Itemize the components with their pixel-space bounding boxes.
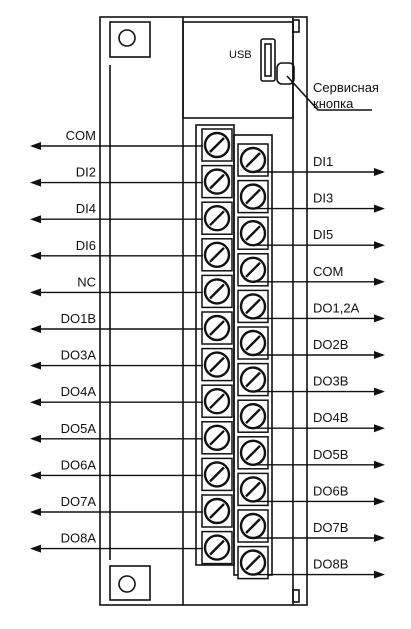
right-screw-slot (245, 371, 261, 388)
top-mount-plate (109, 21, 151, 58)
left-screw-slot (209, 539, 225, 556)
left-terminal-label: DO1B (61, 311, 96, 326)
left-screw-slot (209, 429, 225, 446)
top-right-tab (292, 19, 300, 33)
left-terminal-label: DI4 (76, 201, 96, 216)
bottom-right-tab (292, 589, 300, 603)
bottom-mount-plate (109, 565, 151, 601)
right-terminal-label: DO2B (313, 337, 348, 352)
right-screw-slot (245, 518, 261, 534)
right-screw-slot (245, 298, 261, 315)
right-screw-slot (245, 225, 261, 242)
left-screw-slot (209, 137, 225, 153)
usb-port (260, 38, 276, 82)
right-screw-slot (245, 188, 261, 205)
left-screw-slot (209, 246, 225, 263)
right-terminal-label: DO5B (313, 447, 348, 462)
right-screw-slot (245, 444, 261, 461)
right-terminal-label: DO6B (313, 483, 348, 498)
device-housing (99, 16, 308, 606)
terminal-screws (201, 128, 269, 580)
service-button-label-line1: Сервисная (313, 80, 379, 95)
right-screw-slot (245, 261, 261, 278)
right-terminal-label: COM (313, 264, 343, 279)
left-screw-slot (209, 466, 225, 483)
left-terminal-label: DO3A (61, 348, 97, 363)
service-button (276, 62, 295, 85)
left-terminal-label: NC (77, 274, 96, 289)
usb-label: USB (229, 49, 252, 61)
service-button-leader (286, 75, 372, 111)
bottom-mount-hole (118, 575, 136, 593)
left-terminal-label: DO4A (61, 384, 97, 399)
left-screw-slot (209, 283, 225, 300)
left-screw-slot (209, 356, 225, 373)
left-terminal-label: COM (66, 128, 96, 143)
right-terminal-label: DO7B (313, 520, 348, 535)
left-terminal-label: DO7A (61, 494, 97, 509)
service-button-label-line2: кнопка (313, 96, 354, 111)
left-terminal-label: DO6A (61, 457, 97, 472)
left-terminal-label: DI2 (76, 165, 96, 180)
right-terminal-label: DO1,2A (313, 300, 360, 315)
left-terminal-label: DO5A (61, 421, 97, 436)
right-terminal-label: DO8B (313, 557, 348, 572)
left-terminal-label: DO8A (61, 531, 97, 546)
left-terminal-label: DI6 (76, 238, 96, 253)
right-screw-slot (245, 554, 261, 571)
left-screw-slot (209, 503, 225, 519)
right-screw-slot (245, 408, 261, 425)
wire-lines (32, 145, 383, 576)
left-screw-slot (209, 210, 225, 227)
top-mount-hole (118, 29, 136, 47)
right-screw-slot (245, 335, 261, 351)
right-screw-slot (245, 481, 261, 498)
right-terminal-label: DI3 (313, 191, 333, 206)
left-screw-slot (209, 320, 225, 336)
device-body (99, 16, 372, 606)
usb-compartment (182, 21, 294, 119)
left-screw-slot (209, 173, 225, 190)
left-screw-slot (209, 393, 225, 410)
right-terminal-label: DO4B (313, 410, 348, 425)
right-screw-slot (245, 152, 261, 168)
right-terminal-label: DI5 (313, 227, 333, 242)
right-terminal-label: DO3B (313, 374, 348, 389)
right-terminal-label: DI1 (313, 154, 333, 169)
usb-port-inner (264, 43, 272, 77)
